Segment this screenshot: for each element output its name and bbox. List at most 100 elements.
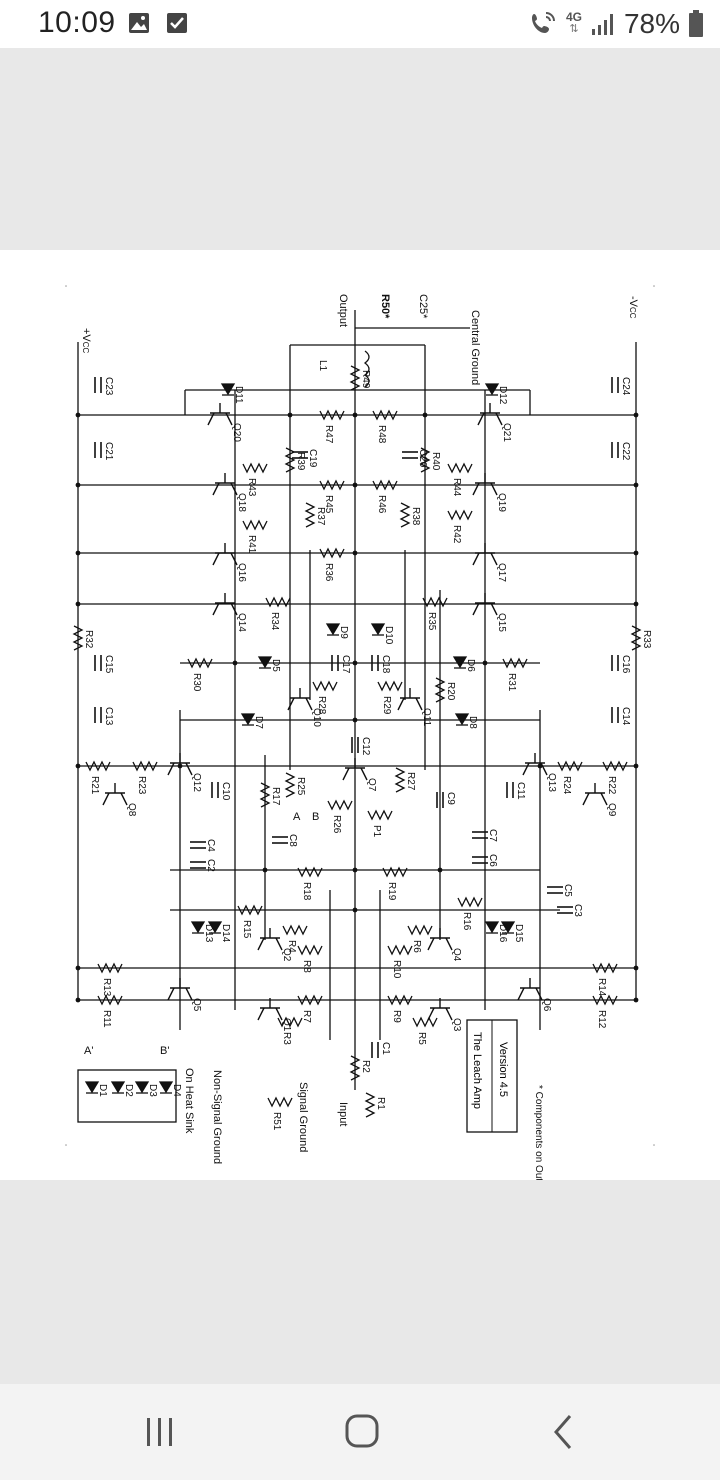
home-icon[interactable] [338,1410,386,1454]
capacitors-label: C22 [620,442,631,461]
version-text: Version 4.5 [497,1042,509,1097]
transistor-q11 [397,688,423,711]
junction-dot [633,412,639,418]
resistor-r19 [382,866,408,878]
resistor-r16 [457,896,483,908]
diodes-label: D10 [383,626,394,645]
capacitors-label: C6 [487,854,498,867]
transistors-label: Q6 [541,998,552,1012]
resistors-label: R43 [246,478,257,497]
diodes [84,383,516,1094]
capacitor-c12 [351,737,359,753]
transistors-label: Q20 [231,423,242,442]
transistors-label: Q12 [191,773,202,792]
resistors-label: R33 [641,630,652,649]
diode-d3 [134,1081,150,1094]
transistors-label: Q11 [421,708,432,727]
diode-d6 [452,656,468,669]
capacitor-c7 [472,831,488,839]
diodes-label: D6 [465,659,476,672]
resistors-label: R24 [561,776,572,795]
diode-d7 [240,713,256,726]
resistor-r25 [284,772,296,798]
diode-d13 [190,921,206,934]
resistors-label: R23 [136,776,147,795]
resistors-label: R5 [416,1032,427,1045]
resistors-label: R4 [286,940,297,953]
capacitor-c5 [547,886,563,894]
recent-apps-icon[interactable] [136,1410,184,1454]
diodes-label: D3 [147,1084,158,1097]
check-icon [167,13,187,33]
network-type: 4G ⇅ [565,10,582,35]
resistors-label: R8 [301,960,312,973]
resistor-r18 [297,866,323,878]
resistors-label: R49 [360,370,371,389]
transistors-label: Q3 [451,1018,462,1032]
transistor-q20 [207,403,233,426]
resistor-r32 [72,625,84,651]
diodes-label: D2 [123,1084,134,1097]
transistors-label: Q18 [236,493,247,512]
junction-dot [633,997,639,1003]
node-a-label: A [293,811,301,823]
image-icon [129,13,149,33]
diode-d14 [207,921,223,934]
node-b-label: B [312,811,319,823]
transistors-label: Q2 [281,948,292,962]
a-prime-label: A' [84,1045,93,1057]
vcc-neg-label: -VCC [627,296,639,319]
junction-dot [75,601,81,607]
resistor-p1 [367,809,393,821]
output-label: Output [337,294,349,327]
diodes-label: D13 [203,924,214,943]
resistor-r3 [277,1016,303,1028]
resistors-label: R7 [301,1010,312,1023]
junction-dot [287,412,293,418]
wifi-call-icon [531,12,555,33]
resistors-label: R20 [445,682,456,701]
resistors [72,365,642,1118]
junction-dot [352,482,358,488]
capacitors-label: C5 [562,884,573,897]
back-icon[interactable] [540,1410,588,1454]
junction-dot [633,550,639,556]
image-background-top [0,48,720,250]
junction-dot [75,550,81,556]
resistors-label: R13 [101,978,112,997]
resistor-r47 [319,409,345,421]
junction-dot [633,763,639,769]
junction-dot [232,660,238,666]
resistor-r29 [377,680,403,692]
diode-d1 [84,1081,100,1094]
resistor-r38 [399,502,411,528]
transistors-label: Q10 [311,708,322,727]
resistors-label: R10 [391,960,402,979]
resistor-r6 [407,924,433,936]
transistor-q4 [427,928,453,951]
capacitor-c15 [94,655,102,671]
resistor-r40 [419,447,431,473]
diodes-label: D12 [497,386,508,405]
resistor-r49 [349,365,361,391]
resistors-label: R40 [430,452,441,471]
transistor-q15 [472,593,498,616]
capacitors-label: C1 [380,1042,391,1055]
resistor-r14 [592,962,618,974]
resistors-label: P1 [371,825,382,838]
resistor-r13 [97,962,123,974]
resistor-r35 [422,596,448,608]
junction-dot [262,867,268,873]
resistors-label: R31 [506,673,517,692]
capacitor-c24 [611,377,619,393]
resistors-label: R14 [596,978,607,997]
diode-d2 [110,1081,126,1094]
footnote: * Components on Output Binding Posts [533,1085,544,1180]
resistors-label: R47 [323,425,334,444]
diode-d16 [484,921,500,934]
transistors-label: Q9 [606,803,617,817]
capacitor-c19 [292,451,308,459]
junctions [75,412,639,1003]
transistors-label: Q15 [496,613,507,632]
